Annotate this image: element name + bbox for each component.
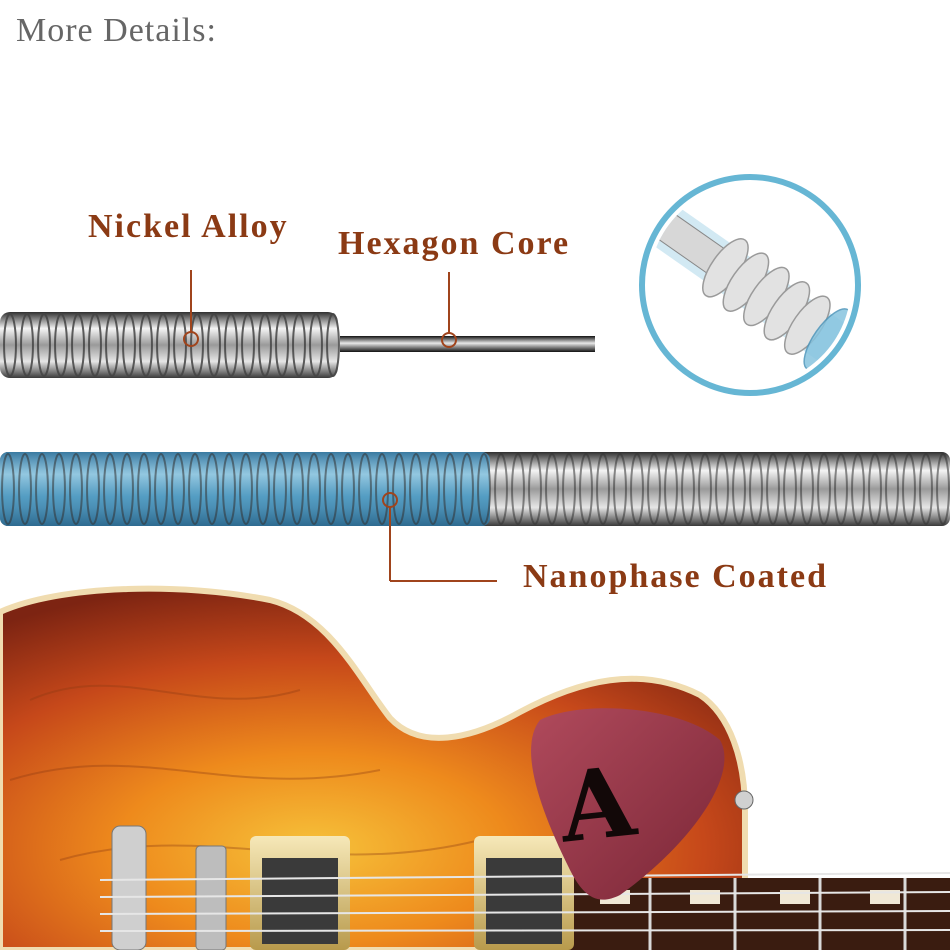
coil-ridge <box>409 453 423 525</box>
coil-ridge <box>766 453 780 525</box>
coil-ridge <box>426 453 440 525</box>
coil-ridge <box>37 313 51 377</box>
coil-ridge <box>732 453 746 525</box>
coil-ridge <box>579 453 593 525</box>
coil-ridge <box>122 313 136 377</box>
coil-ridge <box>613 453 627 525</box>
coil-ridge <box>341 453 355 525</box>
coil-ridge <box>647 453 661 525</box>
coil-ridge <box>207 313 221 377</box>
coil-ridge <box>86 453 100 525</box>
coil-ridge <box>224 313 238 377</box>
coil-ridge <box>800 453 814 525</box>
coil-ridge <box>69 453 83 525</box>
coil-ridge <box>817 453 831 525</box>
coil-ridge <box>171 453 185 525</box>
coil-ridge <box>18 453 32 525</box>
coil-ridge <box>239 453 253 525</box>
coil-ridge <box>222 453 236 525</box>
coil-ridge <box>52 453 66 525</box>
coil-ridge <box>749 453 763 525</box>
sunburst-guitar-icon <box>0 585 950 950</box>
coil-ridge <box>375 453 389 525</box>
coil-ridge <box>120 453 134 525</box>
coil-ridge <box>188 453 202 525</box>
coil-ridge <box>88 313 102 377</box>
coil-ridge <box>936 453 950 525</box>
coil-ridge <box>324 453 338 525</box>
coil-ridge <box>698 453 712 525</box>
coil-ridge <box>154 453 168 525</box>
coil-ridge <box>292 313 306 377</box>
coil-ridge <box>105 313 119 377</box>
coil-ridge <box>851 453 865 525</box>
coil-ridge <box>20 313 34 377</box>
coil-ridge <box>562 453 576 525</box>
nickel-wound-string <box>0 312 595 378</box>
coil-ridge <box>307 453 321 525</box>
coil-ridge <box>290 453 304 525</box>
coil-ridge <box>919 453 933 525</box>
coil-ridge <box>681 453 695 525</box>
coil-ridge <box>477 453 491 525</box>
leader-line-nanophase <box>382 492 497 582</box>
core-closeup-icon <box>639 174 861 396</box>
coil-ridge <box>902 453 916 525</box>
coil-ridge <box>494 453 508 525</box>
coil-ridge <box>834 453 848 525</box>
coil-ridge <box>258 313 272 377</box>
coil-ridge <box>3 313 17 377</box>
coil-ridge <box>156 313 170 377</box>
coil-ridge <box>528 453 542 525</box>
coil-ridge <box>358 453 372 525</box>
coil-ridge <box>256 453 270 525</box>
coil-ridge <box>630 453 644 525</box>
coil-ridge <box>326 313 340 377</box>
coil-ridge <box>460 453 474 525</box>
leader-lines-top <box>183 270 457 348</box>
coil-ridge <box>139 313 153 377</box>
label-nickel-alloy: Nickel Alloy <box>88 208 289 245</box>
coil-ridge <box>783 453 797 525</box>
coil-ridge <box>35 453 49 525</box>
coil-ridge <box>273 453 287 525</box>
coil-ridge <box>868 453 882 525</box>
coil-ridge <box>275 313 289 377</box>
coil-ridge <box>885 453 899 525</box>
label-hexagon-core: Hexagon Core <box>338 225 571 262</box>
coil-ridge <box>137 453 151 525</box>
pick-logo-letter: A <box>554 744 641 865</box>
coil-ridge <box>715 453 729 525</box>
coil-ridge <box>103 453 117 525</box>
guitar-pick-icon <box>531 708 725 900</box>
coil-ridge <box>1 453 15 525</box>
coil-ridge <box>309 313 323 377</box>
coil-ridge <box>511 453 525 525</box>
coil-ridge <box>241 313 255 377</box>
coil-ridge <box>545 453 559 525</box>
coil-ridge <box>54 313 68 377</box>
coil-ridge <box>71 313 85 377</box>
coil-ridge <box>205 453 219 525</box>
coil-ridge <box>443 453 457 525</box>
page-heading: More Details: <box>16 12 217 49</box>
nanophase-coated-string <box>0 452 950 526</box>
coil-ridge <box>664 453 678 525</box>
coil-ridge <box>596 453 610 525</box>
coil-ridge <box>392 453 406 525</box>
label-nanophase-coated: Nanophase Coated <box>523 558 828 595</box>
